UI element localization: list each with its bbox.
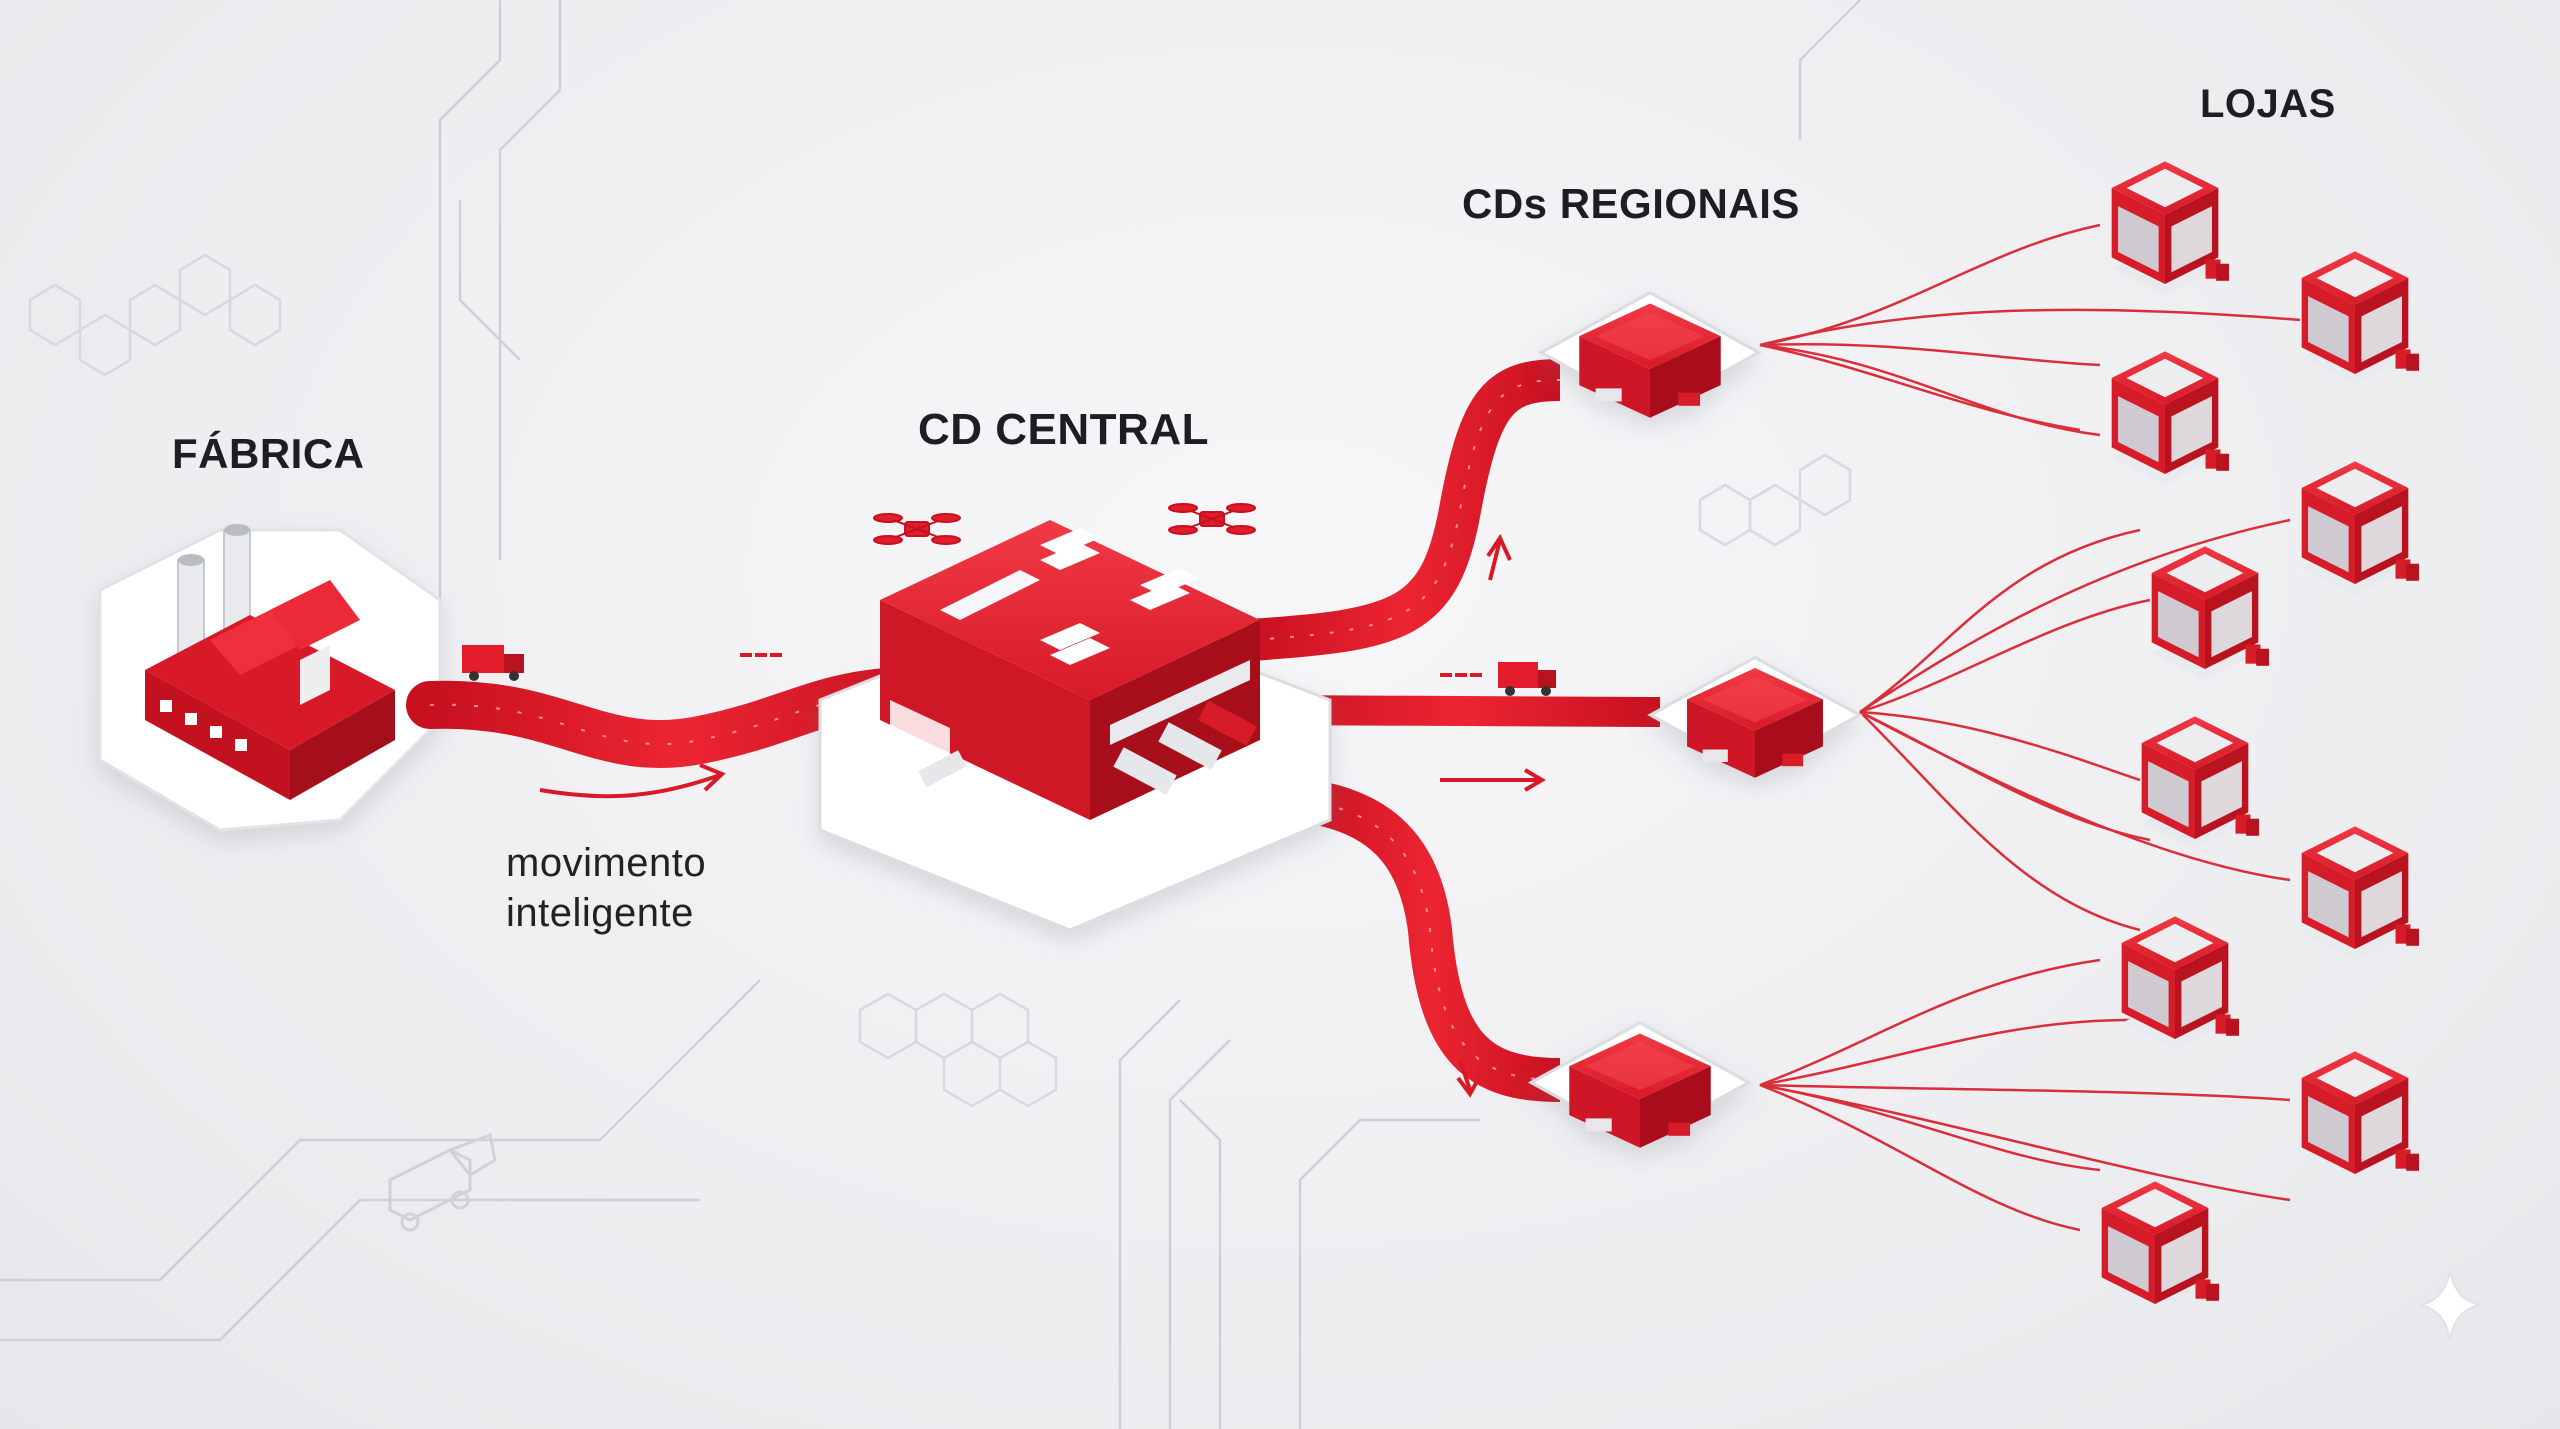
drone-icon xyxy=(1168,503,1256,535)
truck-outline-icon xyxy=(388,1132,497,1232)
hexagon-pattern xyxy=(28,253,1852,1108)
store-icon xyxy=(2121,916,2239,1050)
distribution-lines xyxy=(1759,223,2301,1232)
store-icon xyxy=(2301,251,2419,385)
regional-cds-label: CDs REGIONAIS xyxy=(1462,180,1800,227)
store-icon xyxy=(2151,546,2269,680)
truck-icon xyxy=(1498,662,1556,696)
sparkle-icon xyxy=(2419,1269,2481,1341)
warehouse-icon xyxy=(880,520,1260,820)
cd-central-label: CD CENTRAL xyxy=(918,405,1209,454)
smart-movement-line2: inteligente xyxy=(506,891,694,935)
circuit-traces xyxy=(0,0,1861,1429)
drone-icon xyxy=(873,513,961,545)
route-cd-to-regional-top xyxy=(1248,359,1561,661)
route-cd-to-regional-bottom xyxy=(1296,778,1561,1102)
store-icon xyxy=(2301,461,2419,595)
smart-movement-label: movimento inteligente xyxy=(506,838,706,938)
smart-movement-line1: movimento xyxy=(506,841,707,885)
store-icon xyxy=(2141,716,2259,850)
store-icon xyxy=(2301,826,2419,960)
truck-icon xyxy=(462,645,524,681)
regional-cd-middle xyxy=(1648,655,1862,780)
stores-label: LOJAS xyxy=(2200,82,2336,126)
direction-arrows xyxy=(539,533,1546,1098)
store-icon xyxy=(2111,161,2229,295)
regional-cd-top xyxy=(1539,291,1761,420)
regional-cd-bottom xyxy=(1529,1021,1751,1150)
store-icon xyxy=(2301,1051,2419,1185)
store-icon xyxy=(2101,1181,2219,1315)
factory-label: FÁBRICA xyxy=(172,430,365,477)
store-icon xyxy=(2111,351,2229,485)
factory-icon xyxy=(145,524,395,800)
